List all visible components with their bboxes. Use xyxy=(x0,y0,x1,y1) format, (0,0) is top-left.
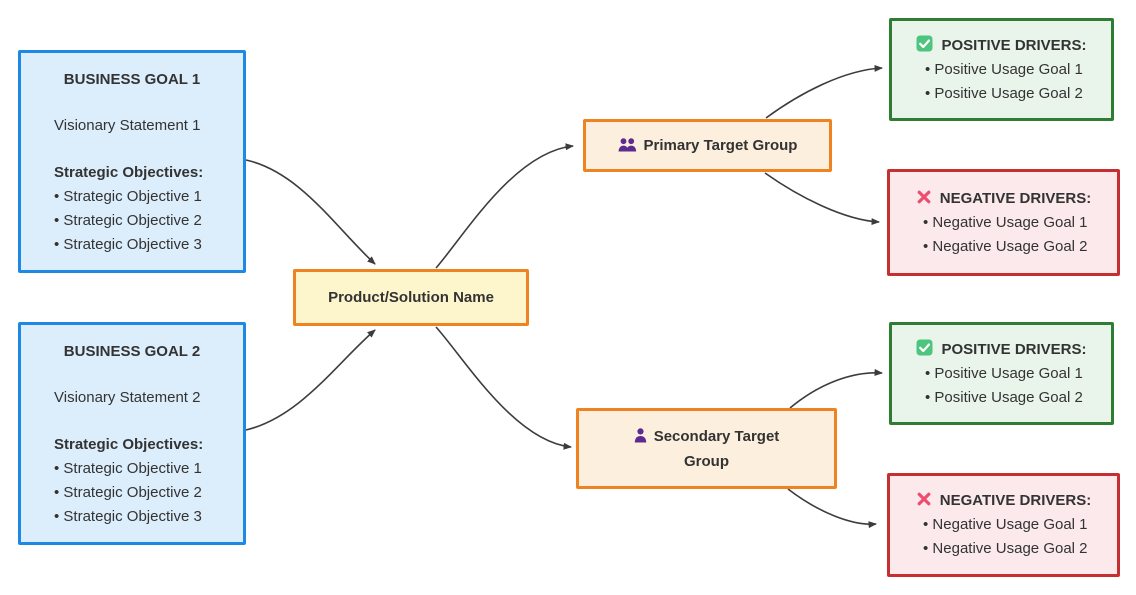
edge-secondary-to-positive xyxy=(789,368,883,409)
negative-drivers-title: NEGATIVE DRIVERS: xyxy=(939,189,1092,207)
x-icon xyxy=(916,491,932,507)
positive-drivers-title: POSITIVE DRIVERS: xyxy=(941,340,1087,358)
edge-secondary-to-negative xyxy=(787,488,877,529)
x-icon xyxy=(916,189,932,205)
negative-driver-item: Negative Usage Goal 1 xyxy=(890,513,1117,537)
negative-driver-item: Negative Usage Goal 2 xyxy=(890,235,1117,259)
negative-driver-item: Negative Usage Goal 2 xyxy=(890,537,1117,561)
positive-driver-item: Positive Usage Goal 1 xyxy=(892,58,1111,82)
secondary-negative-drivers-node: NEGATIVE DRIVERS: Negative Usage Goal 1 … xyxy=(887,473,1120,577)
edge-product-to-secondary xyxy=(435,326,572,450)
product-solution-label: Product/Solution Name xyxy=(328,289,494,306)
edge-goal1-to-product xyxy=(245,159,376,265)
positive-drivers-title: POSITIVE DRIVERS: xyxy=(941,36,1087,54)
business-goal-1-vision: Visionary Statement 1 xyxy=(54,117,201,134)
primary-positive-drivers-node: POSITIVE DRIVERS: Positive Usage Goal 1 … xyxy=(889,18,1114,121)
users-icon xyxy=(618,138,637,152)
objective-item: Strategic Objective 3 xyxy=(33,505,231,529)
objective-item: Strategic Objective 1 xyxy=(33,457,231,481)
user-icon xyxy=(634,427,647,443)
edge-goal2-to-product xyxy=(245,329,376,431)
secondary-target-group-label: Secondary Target Group xyxy=(653,427,780,470)
primary-target-group-label: Primary Target Group xyxy=(643,137,798,154)
business-goal-2-objectives-heading: Strategic Objectives: xyxy=(54,436,204,453)
objective-item: Strategic Objective 2 xyxy=(33,481,231,505)
edge-primary-to-positive xyxy=(765,64,883,119)
business-goal-1-objectives-heading: Strategic Objectives: xyxy=(54,164,204,181)
objective-item: Strategic Objective 1 xyxy=(33,185,231,209)
business-goal-1-node: BUSINESS GOAL 1 Visionary Statement 1 St… xyxy=(18,50,246,273)
primary-negative-drivers-node: NEGATIVE DRIVERS: Negative Usage Goal 1 … xyxy=(887,169,1120,276)
secondary-target-group-node: Secondary Target Group xyxy=(576,408,837,489)
positive-driver-item: Positive Usage Goal 1 xyxy=(892,362,1111,386)
positive-driver-item: Positive Usage Goal 2 xyxy=(892,82,1111,106)
negative-driver-item: Negative Usage Goal 1 xyxy=(890,211,1117,235)
check-icon xyxy=(916,339,933,356)
business-goal-2-node: BUSINESS GOAL 2 Visionary Statement 2 St… xyxy=(18,322,246,545)
business-goal-2-vision: Visionary Statement 2 xyxy=(54,389,201,406)
positive-driver-item: Positive Usage Goal 2 xyxy=(892,386,1111,410)
business-goal-2-title: BUSINESS GOAL 2 xyxy=(63,343,201,360)
secondary-positive-drivers-node: POSITIVE DRIVERS: Positive Usage Goal 1 … xyxy=(889,322,1114,425)
primary-target-group-node: Primary Target Group xyxy=(583,119,832,172)
edge-product-to-primary xyxy=(435,143,574,269)
product-solution-node: Product/Solution Name xyxy=(293,269,529,326)
negative-drivers-title: NEGATIVE DRIVERS: xyxy=(939,492,1092,509)
check-icon xyxy=(916,35,933,52)
edge-primary-to-negative xyxy=(764,172,880,226)
business-goal-1-title: BUSINESS GOAL 1 xyxy=(63,71,201,88)
objective-item: Strategic Objective 3 xyxy=(33,233,231,257)
objective-item: Strategic Objective 2 xyxy=(33,209,231,233)
